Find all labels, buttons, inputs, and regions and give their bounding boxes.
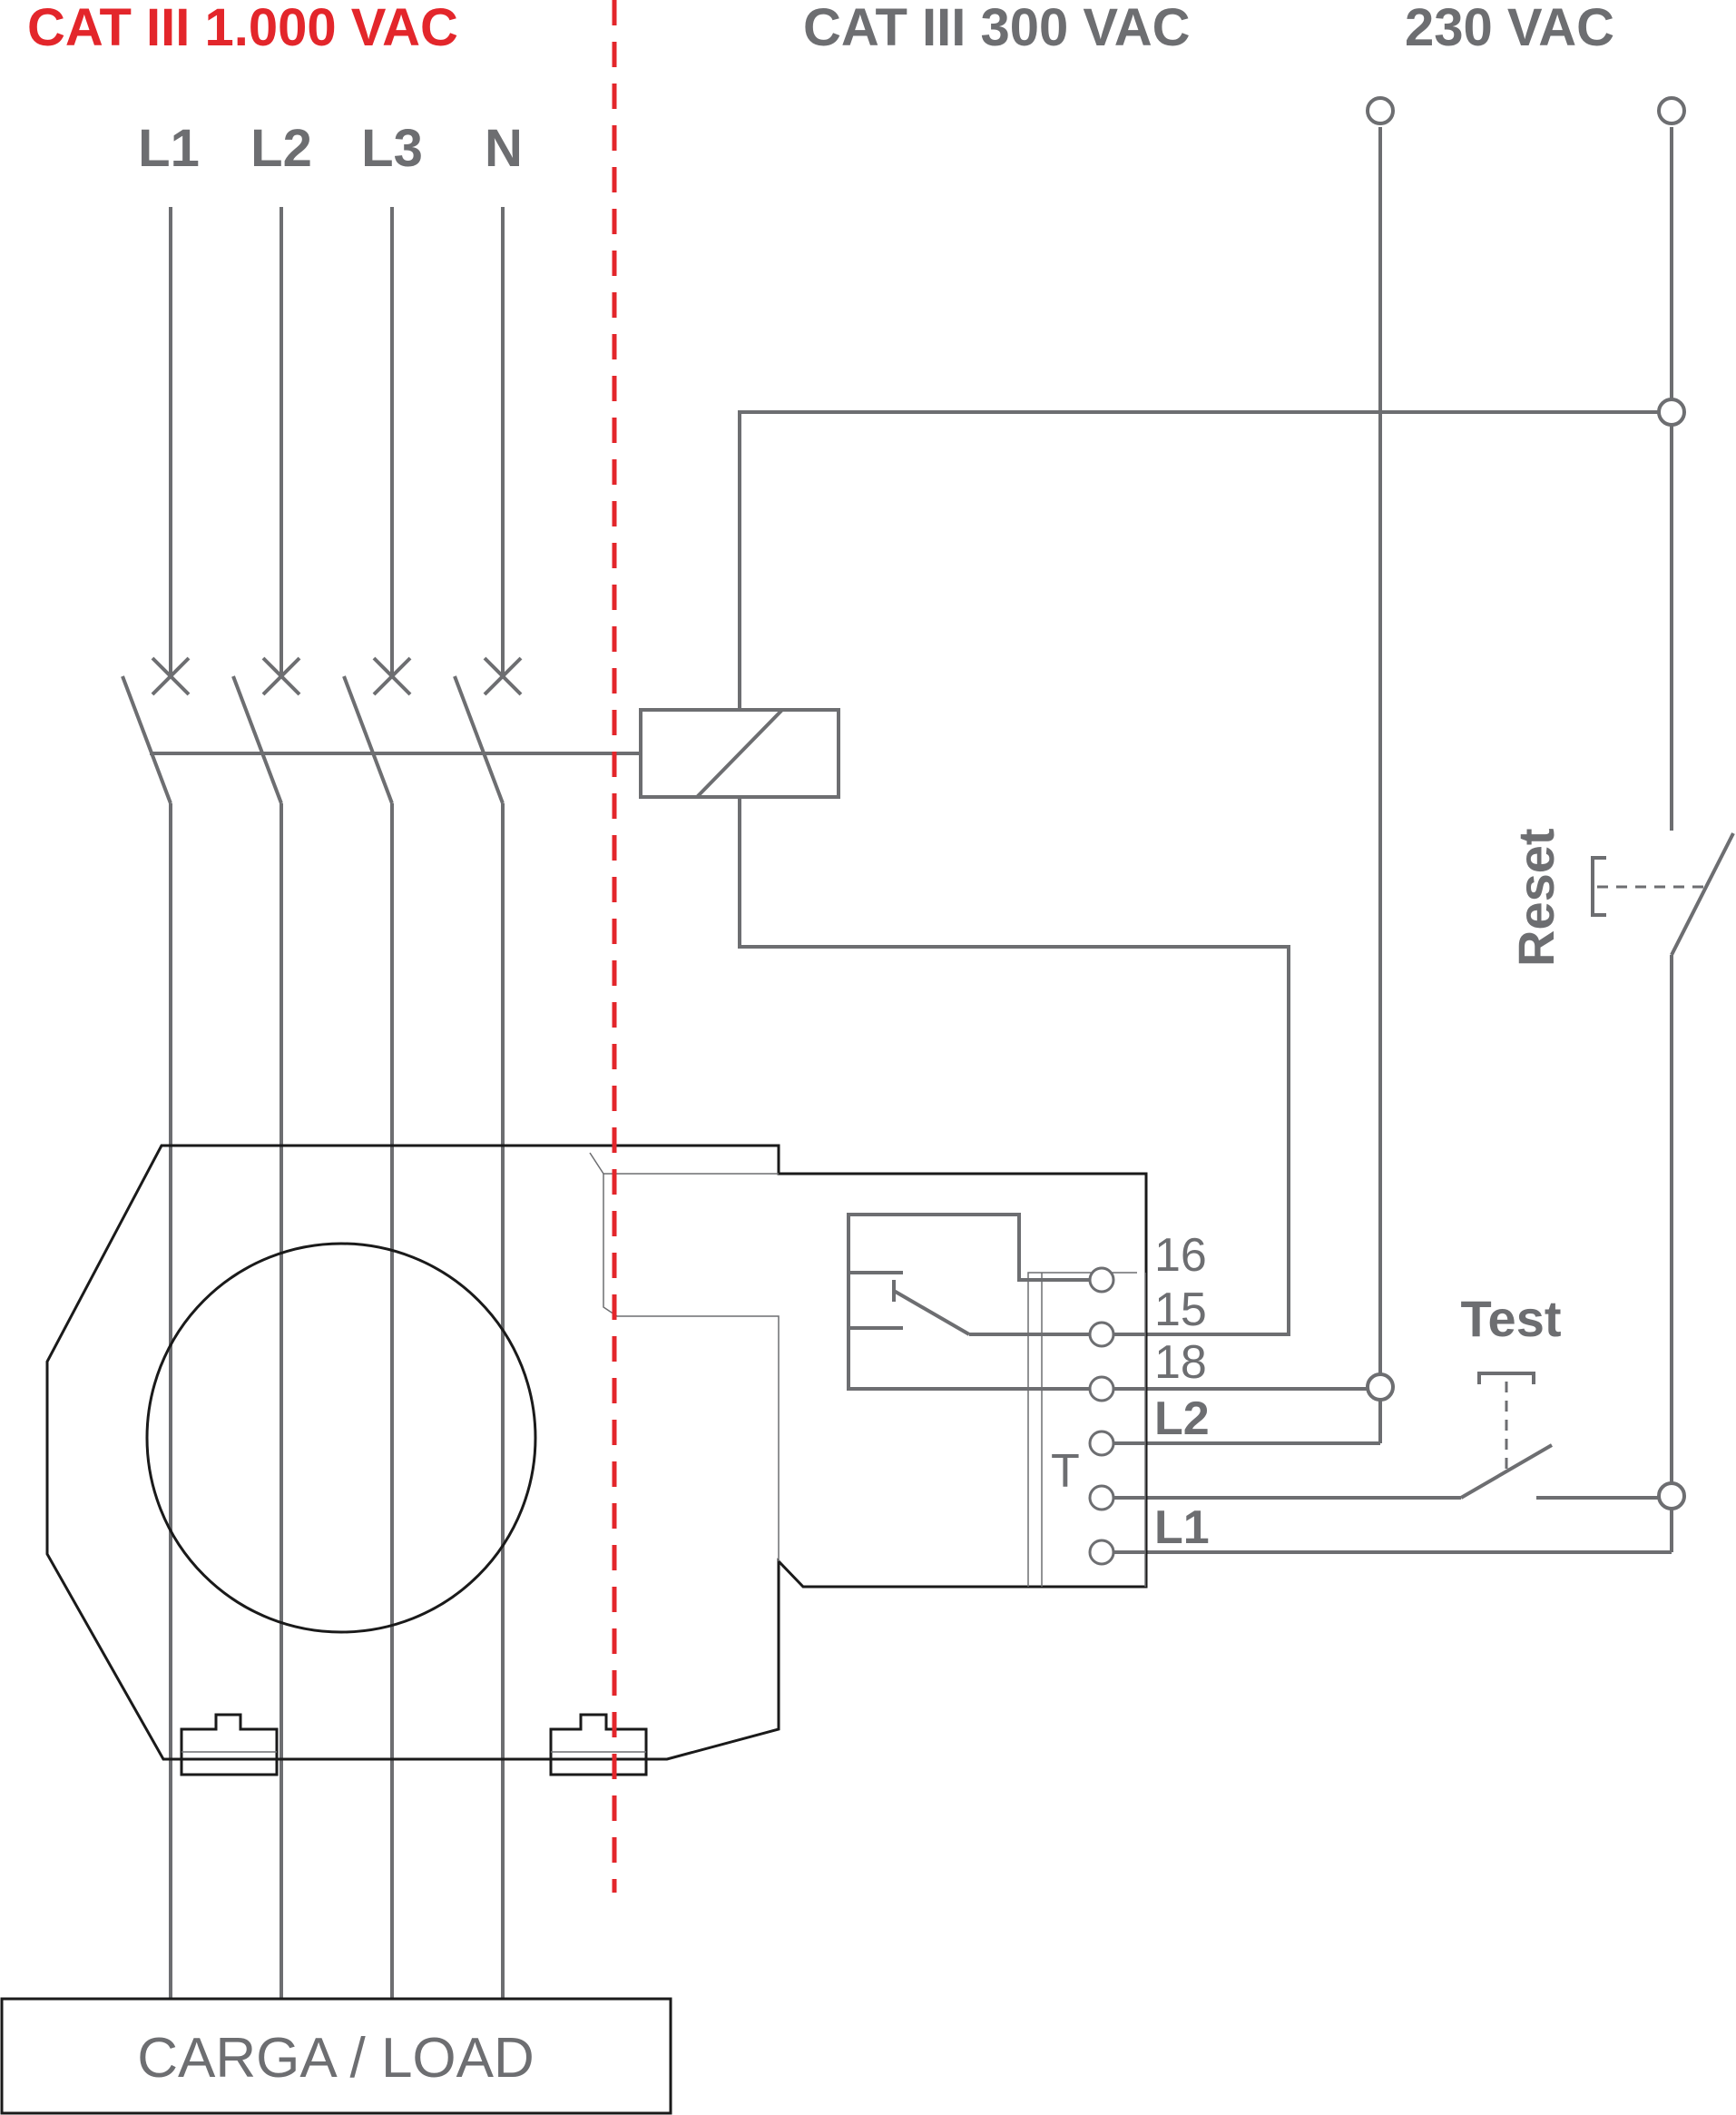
- terminal-label-t: T: [1051, 1445, 1080, 1498]
- supply-wiring: [738, 127, 1673, 1554]
- main-breaker: [121, 207, 641, 1999]
- supply-voltage-label: 230 VAC: [1405, 0, 1614, 57]
- phase-label-l1: L1: [138, 119, 200, 178]
- terminal-label-16: 16: [1154, 1229, 1207, 1282]
- test-label: Test: [1461, 1290, 1562, 1347]
- junction-node-18: [1366, 1372, 1395, 1402]
- load-box: CARGA / LOAD: [0, 1997, 672, 2115]
- terminal-15: [1088, 1321, 1115, 1348]
- current-transformer: [45, 1144, 1148, 1776]
- junction-node-coil: [1657, 398, 1686, 427]
- transformer-core-window: [145, 1242, 537, 1634]
- terminal-l1: [1088, 1539, 1115, 1566]
- phase-label-l3: L3: [361, 119, 423, 178]
- mounting-foot-left: [180, 1713, 279, 1776]
- reset-button: [1591, 832, 1735, 956]
- supply-terminal-left: [1366, 96, 1395, 125]
- terminal-l2: [1088, 1430, 1115, 1457]
- phase-label-l2: L2: [250, 119, 312, 178]
- terminal-label-15: 15: [1154, 1284, 1207, 1336]
- terminal-t: [1088, 1484, 1115, 1511]
- zone-right-label: CAT III 300 VAC: [803, 0, 1191, 57]
- terminal-18: [1088, 1375, 1115, 1402]
- terminal-label-18: 18: [1154, 1336, 1207, 1389]
- trip-coil: [639, 708, 840, 799]
- test-button: [1459, 1372, 1554, 1500]
- breaker-pole-l3: [342, 207, 412, 1999]
- breaker-pole-n: [453, 207, 523, 1999]
- relay-module: [847, 1213, 1146, 1587]
- terminal-label-l2: L2: [1154, 1392, 1210, 1445]
- phase-label-n: N: [485, 119, 523, 178]
- breaker-pole-l2: [231, 207, 301, 1999]
- terminal-16: [1088, 1266, 1115, 1294]
- load-label: CARGA / LOAD: [137, 2027, 535, 2090]
- zone-left-label: CAT III 1.000 VAC: [27, 0, 458, 57]
- terminal-label-l1: L1: [1154, 1501, 1210, 1554]
- mounting-foot-right: [549, 1713, 648, 1776]
- supply-terminal-right: [1657, 96, 1686, 125]
- breaker-pole-l1: [121, 207, 191, 1999]
- junction-node-test: [1657, 1481, 1686, 1510]
- reset-label: Reset: [1507, 828, 1564, 967]
